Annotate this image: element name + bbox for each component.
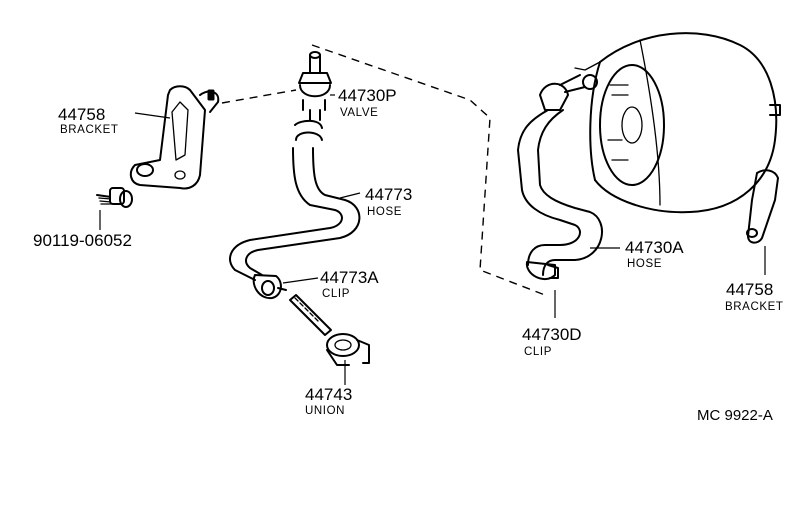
callout-clip-right: 44730D CLIP — [522, 325, 582, 358]
part-name: HOSE — [367, 206, 402, 218]
callout-hose-upper: 44773 HOSE — [365, 185, 412, 218]
callout-bolt: 90119-06052 — [33, 231, 132, 250]
part-name: VALVE — [340, 107, 378, 119]
part-number: 90119-06052 — [33, 231, 132, 250]
callout-bracket-right: 44758 BRACKET — [725, 280, 784, 313]
clip-right — [525, 261, 559, 281]
part-name: BRACKET — [725, 301, 784, 313]
bracket-right — [746, 169, 779, 244]
valve — [298, 51, 332, 121]
callout-clip-lower: 44773A CLIP — [320, 268, 379, 300]
brake-booster — [574, 32, 781, 214]
union — [289, 294, 370, 366]
clip-lower — [252, 274, 287, 300]
part-number: 44730P — [338, 86, 397, 105]
part-number: 44730D — [522, 325, 582, 344]
callout-hose-right: 44730A HOSE — [625, 238, 684, 270]
hose-upper — [229, 119, 361, 281]
callout-union: 44743 UNION — [305, 385, 352, 417]
part-number: 44730A — [625, 238, 684, 257]
part-name: BRACKET — [60, 124, 119, 136]
bolt — [96, 187, 133, 208]
part-number: 44743 — [305, 385, 352, 404]
part-name: HOSE — [627, 258, 662, 270]
reference-code: MC 9922-A — [697, 407, 773, 424]
part-number: 44773A — [320, 268, 379, 287]
connection-lines — [221, 44, 546, 296]
part-name: CLIP — [322, 288, 350, 300]
callout-bracket-left: 44758 BRACKET — [58, 105, 119, 136]
part-name: UNION — [305, 405, 345, 417]
callout-valve: 44730P VALVE — [338, 86, 397, 119]
part-name: CLIP — [524, 346, 552, 358]
hose-right — [517, 74, 603, 276]
part-number: 44758 — [726, 280, 773, 299]
part-number: 44773 — [365, 185, 412, 204]
leader-lines — [99, 94, 766, 385]
part-number: 44758 — [58, 105, 105, 124]
bracket-left — [129, 85, 220, 190]
